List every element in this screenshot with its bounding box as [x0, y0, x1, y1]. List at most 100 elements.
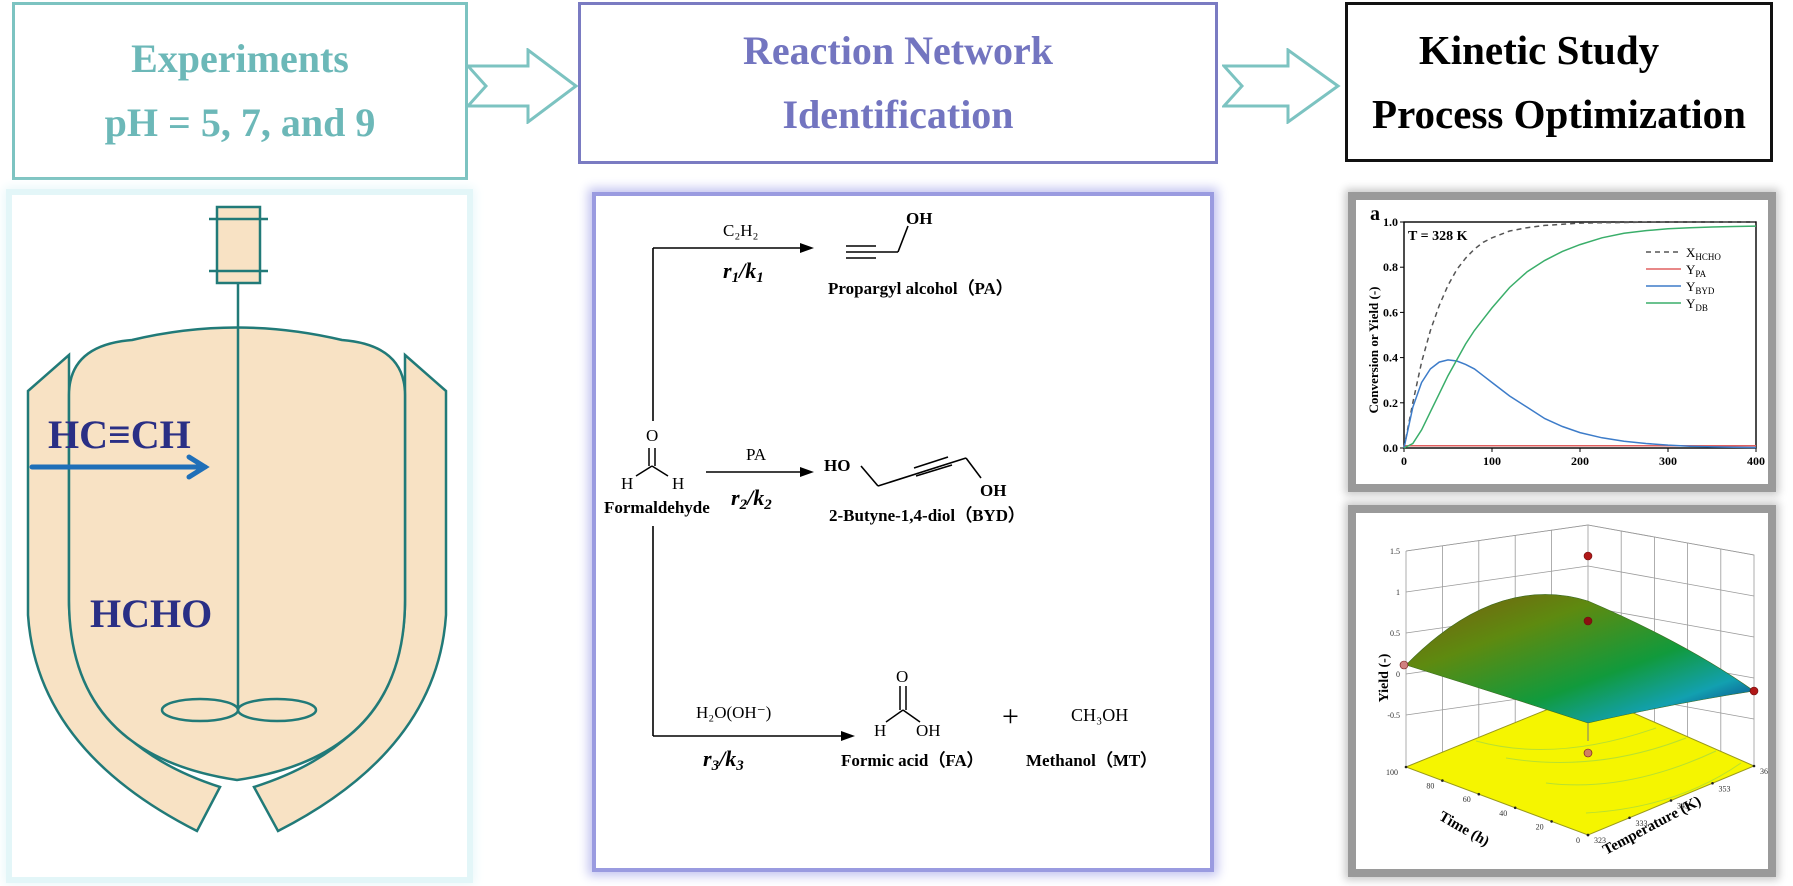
y-tick-label: 0.0 [1383, 441, 1398, 455]
series-line-y-db [1403, 225, 1757, 449]
z-tick-label: 0.5 [1390, 629, 1400, 638]
series-line-y-byd [1403, 359, 1757, 449]
grid-line [1587, 565, 1755, 597]
svg-text:O: O [646, 426, 658, 445]
reaction1-rate: r1/k1 [723, 258, 764, 286]
legend-label: YPA [1686, 262, 1707, 279]
temp-tick [1586, 833, 1590, 837]
grid-line [1587, 524, 1755, 556]
temp-tick-label: 323 [1594, 836, 1606, 845]
reaction3-reagent: H₂O(OH⁻) [696, 703, 771, 722]
reaction3-product-name: Formic acid（FA） [841, 750, 984, 770]
legend-label: YBYD [1686, 279, 1715, 296]
stage-experiments-box: Experiments pH = 5, 7, and 9 [12, 2, 468, 180]
svg-text:H: H [874, 721, 886, 740]
z-tick-label: 1.5 [1390, 547, 1400, 556]
time-tick-label: 0 [1576, 836, 1580, 845]
temp-tick-label: 343 [1677, 802, 1689, 811]
x-tick-label: 100 [1483, 454, 1501, 468]
x-tick-label: 200 [1571, 454, 1589, 468]
grid-line [1405, 565, 1589, 593]
design-point [1583, 551, 1593, 561]
stage-reaction-network-box: Reaction Network Identification [578, 2, 1218, 164]
stage-reaction-network-title: Reaction Network [743, 28, 1053, 73]
propargyl-alcohol-structure [846, 225, 909, 259]
stage-kinetic-subtitle: Process Optimization [1372, 91, 1746, 137]
time-tick [1477, 792, 1481, 796]
svg-text:H: H [672, 474, 684, 493]
reactor-panel: HC≡CH HCHO [12, 195, 467, 877]
reactant-name: Formaldehyde [604, 498, 710, 517]
arrowhead-icon [841, 731, 855, 741]
stage-reaction-network-subtitle: Identification [782, 92, 1014, 137]
legend-label: YDB [1686, 296, 1708, 313]
arrow-right-icon [1222, 48, 1341, 124]
z-axis-label: Yield (-) [1377, 653, 1392, 702]
series-line-x-hcho [1403, 221, 1756, 449]
z-tick-label: 0 [1396, 670, 1400, 679]
svg-text:O: O [896, 667, 908, 686]
reactor-diagram: HC≡CH HCHO [26, 205, 448, 833]
time-tick [1404, 765, 1408, 769]
reaction3-coproduct-name: Methanol（MT） [1026, 750, 1157, 770]
design-point [1583, 616, 1593, 626]
y-axis-label: Conversion or Yield (-) [1366, 287, 1381, 414]
formic-acid-structure [885, 686, 921, 723]
y-tick-label: 1.0 [1383, 215, 1398, 229]
legend-label: XHCHO [1686, 245, 1721, 262]
time-tick [1513, 806, 1517, 810]
arrowhead-icon [800, 467, 814, 477]
temp-tick [1752, 764, 1756, 768]
time-tick [1550, 820, 1553, 823]
design-point [1583, 748, 1593, 758]
grid-line [1405, 524, 1589, 552]
time-tick [1441, 779, 1444, 782]
y-tick-label: 0.8 [1383, 260, 1398, 274]
methanol-formula: CH₃OH [1071, 705, 1128, 725]
svg-text:OH: OH [980, 481, 1006, 500]
arrowhead-icon [800, 243, 814, 253]
svg-text:H: H [621, 474, 633, 493]
reaction3-rate: r3/k3 [703, 746, 744, 774]
temp-tick-label: 363 [1760, 767, 1768, 776]
design-point [1749, 686, 1759, 696]
stage-experiments-title: Experiments [131, 36, 349, 81]
temp-tick [1669, 799, 1673, 802]
temp-tick-label: 333 [1636, 819, 1648, 828]
grid-line [1587, 606, 1755, 638]
reaction-network-panel: O H H Formaldehyde C₂H₂ r1/k1 OH Proparg… [592, 192, 1214, 872]
time-tick-label: 60 [1463, 795, 1471, 804]
butynediol-structure [860, 456, 982, 487]
arrow-right-icon [466, 48, 579, 124]
y-axis-label: Time (h) [1436, 809, 1492, 850]
plus-sign: + [1002, 700, 1019, 733]
temp-tick [1628, 816, 1631, 820]
time-tick-label: 20 [1536, 822, 1544, 831]
y-tick-label: 0.2 [1383, 396, 1398, 410]
time-tick-label: 100 [1386, 768, 1398, 777]
kinetic-line-chart: a T = 328 K Conversion or Yield (-) 0.00… [1366, 203, 1765, 468]
time-tick-label: 80 [1426, 782, 1434, 791]
y-tick-label: 0.6 [1383, 305, 1398, 319]
temp-tick [1711, 781, 1714, 785]
response-surface-chart: -0.500.511.5020406080100323333343353363 … [1377, 524, 1772, 859]
reaction1-product-name: Propargyl alcohol（PA） [828, 278, 1013, 298]
x-tick-label: 400 [1747, 454, 1765, 468]
z-tick-label: 1 [1396, 588, 1400, 597]
x-tick-label: 300 [1659, 454, 1677, 468]
response-surface-panel: -0.500.511.5020406080100323333343353363 … [1348, 505, 1776, 877]
svg-text:OH: OH [906, 209, 932, 228]
contour-lines [1475, 727, 1742, 814]
formaldehyde-structure: O H H Formaldehyde [604, 426, 710, 517]
chart-panel-label: a [1370, 203, 1380, 225]
response-surface [1405, 594, 1755, 724]
design-point [1399, 660, 1409, 670]
stage-experiments-subtitle: pH = 5, 7, and 9 [104, 100, 376, 145]
reaction2-rate: r2/k2 [731, 485, 772, 513]
temp-tick-label: 353 [1719, 784, 1731, 793]
x-tick-label: 0 [1401, 454, 1407, 468]
z-tick-label: -0.5 [1387, 711, 1400, 720]
impeller-blade-right [236, 697, 318, 723]
reaction-network-diagram: O H H Formaldehyde C₂H₂ r1/k1 OH Proparg… [604, 209, 1157, 774]
